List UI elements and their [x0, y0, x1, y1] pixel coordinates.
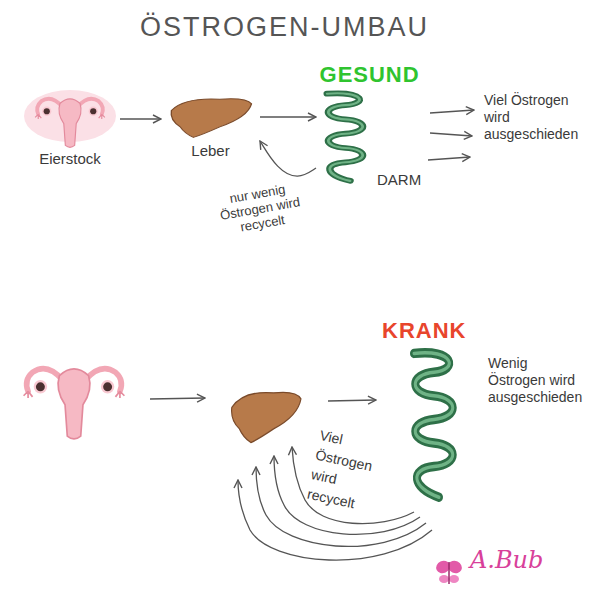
flow-arrow	[120, 118, 161, 119]
ovary-uterus-node: Eierstock	[22, 88, 118, 167]
liver-shape	[171, 99, 251, 138]
intestine-illustration	[404, 344, 464, 509]
diagram-title: ÖSTROGEN-UMBAU	[140, 12, 429, 43]
node-label: Eierstock	[22, 150, 118, 167]
flow-arrow	[328, 400, 376, 401]
intestine-shape	[327, 93, 363, 181]
uterus-illustration	[22, 88, 118, 150]
node-label: KRANK	[382, 318, 466, 344]
edge-label: nur wenig Östrogen wird recycelt	[207, 178, 313, 240]
intestine-row: DARM	[318, 88, 421, 188]
intestine-node: GESUND DARM	[318, 62, 421, 188]
intestine-illustration	[318, 88, 373, 188]
liver-node: Leber	[163, 92, 258, 159]
signature: A.Bub	[470, 552, 543, 569]
liver-illustration	[163, 92, 258, 142]
uterus-illustration	[24, 369, 125, 439]
output-arrow	[428, 157, 470, 160]
flow-arrow	[150, 398, 205, 399]
node-label: GESUND	[318, 62, 421, 88]
recycle-note: Viel Östrogen wird recycelt	[305, 425, 378, 515]
intestine-node: KRANK	[382, 318, 466, 509]
intestine-shape	[414, 353, 453, 497]
butterfly-icon	[434, 559, 464, 584]
outcome-note: Wenig Östrogen wird ausgeschieden	[488, 355, 582, 406]
node-label: DARM	[377, 171, 421, 188]
output-arrow	[430, 133, 472, 136]
liver-illustration	[232, 392, 301, 442]
outcome-note: Viel Östrogen wird ausgeschieden	[484, 92, 578, 143]
flow-arrow	[260, 116, 316, 117]
flow-arrow	[260, 141, 316, 176]
node-label: Leber	[163, 142, 258, 159]
uterus-shape	[35, 99, 105, 148]
output-arrow	[430, 110, 474, 113]
